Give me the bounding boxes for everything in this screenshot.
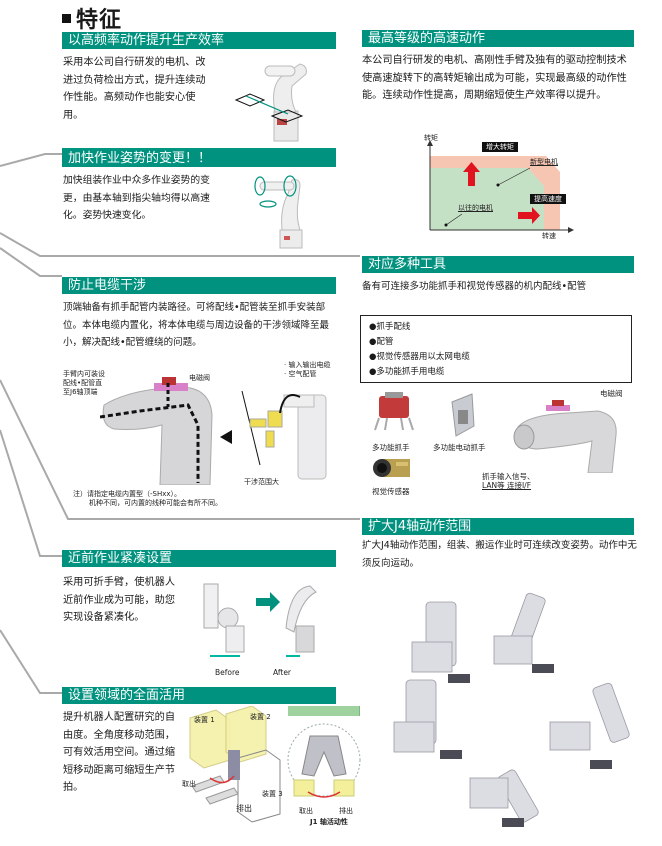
feature-list-item: ●配管 [369, 337, 394, 347]
section-heading-cable-interference: 防止电缆干涉 [62, 277, 336, 294]
section-heading-j4-range: 扩大J4轴动作范围 [362, 518, 634, 535]
callout-solenoid-valve: 电磁阀 [189, 374, 210, 382]
electric-gripper-image [448, 392, 478, 438]
label-after: After [273, 668, 292, 677]
chart-legend-old-motor: 以往的电机 [458, 204, 493, 212]
label-before: Before [215, 668, 240, 677]
label-discharge: 排出 [236, 804, 252, 813]
label-take-out: 取出 [182, 780, 196, 788]
multi-gripper-image [373, 392, 415, 432]
caption-j1-mobility: J1 轴活动性 [310, 818, 348, 826]
section-heading-posture-change: 加快作业姿势的变更！！ [62, 150, 336, 167]
title-bullet-icon [62, 13, 71, 23]
note-cable-type: 注）请指定电缆内置型（-SHxx）。 [73, 490, 182, 498]
callout-gripper-signal: 抓手输入信号、 [482, 472, 535, 481]
robot-arm-internal-cable-illustration [99, 375, 220, 486]
robot-illustration-posture [250, 172, 320, 250]
callout-io-cable: · 输入输出电缆 [284, 361, 331, 369]
section-heading-compact-setup: 近前作业紧凑设置 [62, 550, 336, 567]
callout-solenoid-valve: 电磁阀 [600, 389, 623, 398]
multi-tools-feature-list: ●抓手配线 ●配管 ●视觉传感器用以太网电缆 ●多功能抓手用电缆 [360, 315, 632, 383]
section-heading-high-frequency: 以高频率动作提升生产效率 [62, 32, 336, 49]
section-body-compact-setup: 采用可折手臂，使机器人近前作业成为可能，助您实现设备紧凑化。 [63, 577, 176, 623]
chart-annotation-increase-speed: 提高速度 [530, 194, 566, 204]
robot-external-cable-illustration [240, 385, 330, 485]
section-body-cable-interference: 顶端轴备有抓手配管内装路径。可将配线•配管装至抓手安装部位。本体电缆内置化，将本… [63, 302, 330, 348]
section-body-high-frequency: 采用本公司自行研发的电机、改进过负荷检出方式，提升连续动作性能。高频动作也能安心… [63, 57, 206, 121]
section-body-posture-change: 加快组装作业中众多作业姿势的变更，由基本轴到指尖轴均得以高速化。姿势快速变化。 [63, 175, 210, 221]
label-take-out-j1: 取出 [299, 807, 313, 815]
section-body-j4-range: 扩大J4轴动作范围，组装、搬运作业时可连续改变姿势。动作中无须反向运动。 [362, 540, 637, 569]
j1-rotation-illustration [284, 716, 364, 806]
label-device-3: 装置 3 [262, 790, 283, 798]
callout-air-pipe: · 空气配管 [284, 370, 317, 378]
callout-large-interference-range: 干涉范围大 [244, 478, 279, 486]
label-discharge-j1: 排出 [339, 807, 353, 815]
caption-multi-gripper: 多功能抓手 [372, 443, 410, 452]
section-body-multi-tools: 备有可连接多功能抓手和视觉传感器的机内配线•配管 [362, 281, 587, 292]
before-after-illustration [200, 578, 320, 668]
section-heading-highest-speed: 最高等级的高速动作 [362, 30, 634, 47]
caption-vision-sensor: 视觉传感器 [372, 487, 410, 496]
caption-electric-gripper: 多功能电动抓手 [433, 443, 486, 452]
chart-annotation-increase-torque: 增大转矩 [482, 142, 518, 152]
section-body-full-area: 提升机器人配置研究的自由度。全角度移动范围，可有效活用空间。通过缩短移动距离可缩… [63, 712, 176, 793]
feature-list-item: ●抓手配线 [369, 322, 411, 332]
callout-lan-interface: LAN等 连接I/F [482, 481, 532, 490]
callout-arm-routing: 手臂内可装设 [63, 370, 105, 378]
robot-illustration-high-frequency [230, 56, 314, 144]
section-heading-full-area: 设置领域的全面活用 [62, 687, 336, 704]
comparison-arrow-icon [220, 430, 232, 444]
workcell-layout-illustration [180, 705, 290, 824]
section-heading-multi-tools: 对应多种工具 [362, 256, 634, 273]
chart-y-axis-label: 转矩 [424, 134, 438, 142]
section-divider [62, 148, 336, 151]
torque-speed-chart: 转矩 转速 增大转矩 提高速度 新型电机 以往的电机 [418, 130, 598, 245]
conveyor-strip [288, 706, 360, 716]
feature-list-item: ●视觉传感器用以太网电缆 [369, 352, 470, 362]
label-device-2: 装置 2 [250, 713, 271, 721]
section-body-highest-speed: 本公司自行研发的电机、高刚性手臂及独有的驱动控制技术使高速旋转下的高转矩输出成为… [362, 55, 627, 101]
robot-arm-io-illustration [508, 395, 620, 474]
chart-legend-new-motor: 新型电机 [530, 158, 558, 166]
feature-list-item: ●多功能抓手用电缆 [369, 367, 445, 377]
j4-range-poses-illustration [390, 580, 650, 830]
vision-sensor-image [372, 456, 412, 480]
callout-arm-routing: 配线•配管直 [63, 379, 103, 387]
note-model-difference: 机种不同，可内置的线种可能会有所不同。 [89, 499, 222, 507]
page-title: 特征 [62, 2, 122, 34]
callout-arm-routing: 至J6轴顶端 [63, 388, 98, 396]
chart-x-axis-label: 转速 [542, 232, 556, 240]
label-device-1: 装置 1 [194, 716, 215, 724]
